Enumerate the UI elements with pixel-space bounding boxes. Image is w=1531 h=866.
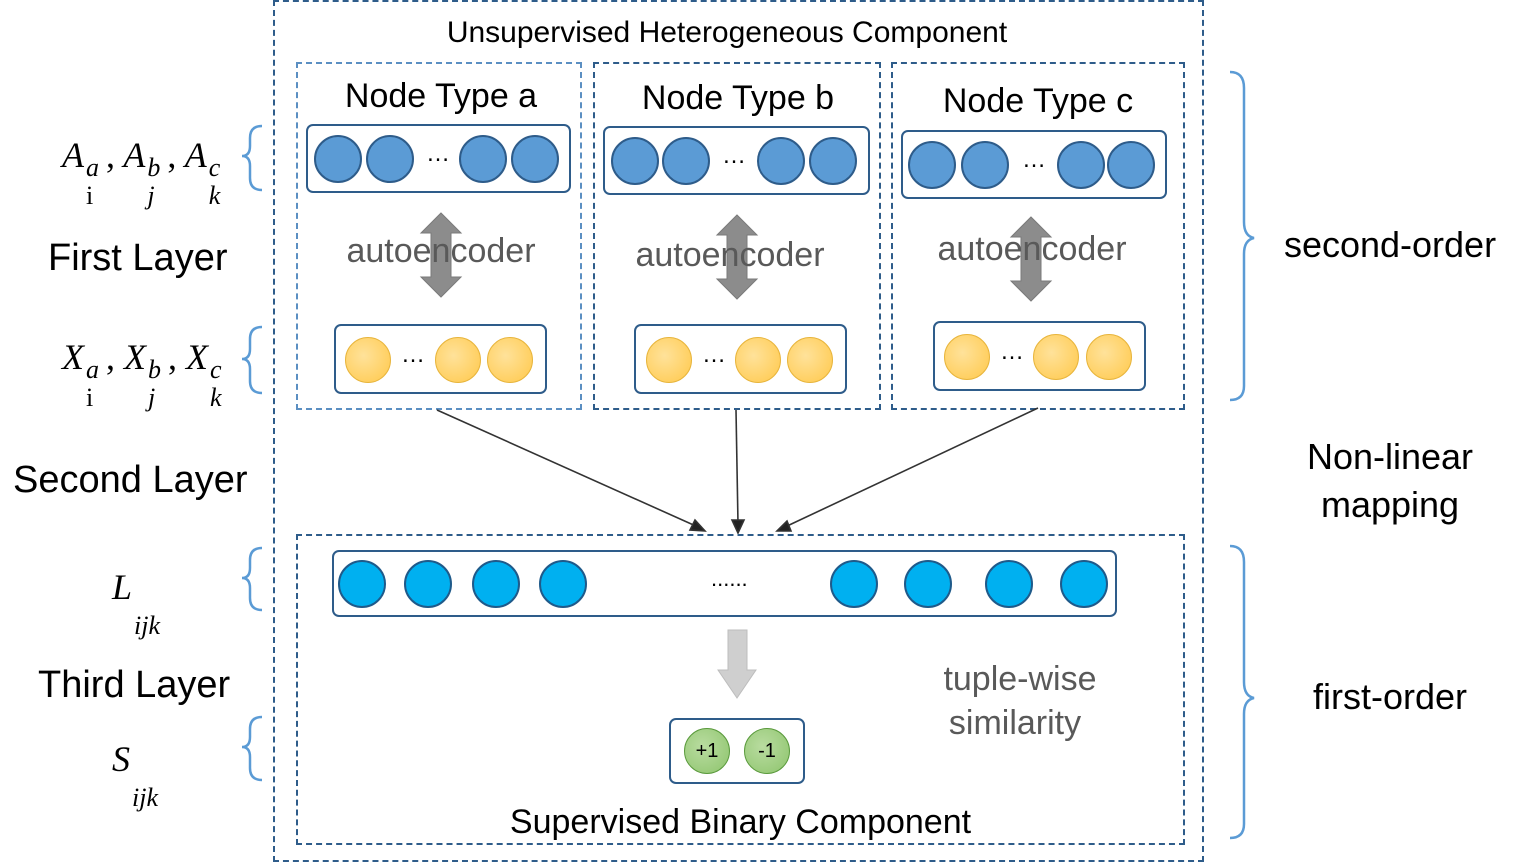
attribute-node <box>735 337 781 383</box>
latent-node <box>1060 560 1108 608</box>
node-type-b-box <box>593 62 881 410</box>
adjacency-node <box>961 141 1009 189</box>
attribute-node <box>435 337 481 383</box>
adjacency-row-c: … <box>901 130 1167 199</box>
adjacency-node <box>908 141 956 189</box>
ellipsis: … <box>702 341 726 368</box>
brace-second-order <box>1229 70 1255 402</box>
node-type-a-box <box>296 62 582 410</box>
double-arrow-c <box>1009 216 1053 302</box>
latent-node <box>904 560 952 608</box>
ellipsis: … <box>426 140 450 167</box>
adjacency-node <box>662 137 710 185</box>
down-arrow <box>717 629 757 699</box>
attribute-row-b: … <box>634 324 847 394</box>
supervised-binary-component <box>296 534 1185 845</box>
latent-node <box>539 560 587 608</box>
outer-title: Unsupervised Heterogeneous Component <box>446 16 1008 49</box>
attribute-node <box>646 337 692 383</box>
ellipsis: … <box>1022 146 1046 173</box>
node-type-b-label: Node Type b <box>641 79 835 117</box>
mapping-label: mapping <box>1320 484 1460 525</box>
adjacency-node <box>809 137 857 185</box>
second-order-label: second-order <box>1283 224 1497 265</box>
binary-output-row: +1 -1 <box>669 718 805 784</box>
autoencoder-label-a: autoencoder <box>346 232 536 270</box>
first-layer-label: First Layer <box>48 237 228 279</box>
adjacency-node <box>314 135 362 183</box>
similarity-label: similarity <box>948 704 1082 742</box>
adjacency-row-b: … <box>603 126 870 195</box>
positive-output-node: +1 <box>684 728 730 774</box>
third-layer-label: Third Layer <box>38 664 231 706</box>
attribute-node <box>787 337 833 383</box>
attribute-node <box>1033 334 1079 380</box>
double-arrow-b <box>715 214 759 300</box>
latent-node <box>472 560 520 608</box>
attribute-node <box>487 337 533 383</box>
autoencoder-label-c: autoencoder <box>937 230 1127 268</box>
bottom-title: Supervised Binary Component <box>509 803 972 841</box>
node-type-c-label: Node Type c <box>942 82 1134 120</box>
adjacency-node <box>511 135 559 183</box>
latent-node <box>830 560 878 608</box>
arrowhead-c <box>775 519 793 532</box>
non-linear-label: Non-linear <box>1306 436 1474 477</box>
ellipsis: … <box>722 142 746 169</box>
negative-output-node: -1 <box>744 728 790 774</box>
adjacency-row-a: … <box>306 124 571 193</box>
unsupervised-heterogeneous-component <box>273 0 1204 862</box>
attribute-row-a: … <box>334 324 547 394</box>
adjacency-node <box>1107 141 1155 189</box>
arrowhead-b <box>730 519 746 535</box>
arrowhead-a <box>688 518 707 532</box>
brace-A <box>241 124 263 192</box>
latent-row: ...... <box>332 550 1117 617</box>
tuple-wise-label: tuple-wise <box>943 660 1097 698</box>
brace-L <box>241 546 263 612</box>
attribute-row-c: … <box>933 321 1146 391</box>
mapping-arrow-c <box>784 407 1039 528</box>
adjacency-node <box>611 137 659 185</box>
ellipsis: … <box>401 341 425 368</box>
brace-X <box>241 325 263 395</box>
node-type-c-box <box>891 62 1185 410</box>
attribute-node <box>345 337 391 383</box>
latent-node <box>404 560 452 608</box>
double-arrow-a <box>419 212 463 298</box>
ellipsis: … <box>1000 338 1024 365</box>
brace-S <box>241 715 263 782</box>
long-ellipsis: ...... <box>711 566 748 591</box>
mapping-arrow-b <box>735 409 739 525</box>
latent-node <box>338 560 386 608</box>
attribute-node <box>944 334 990 380</box>
node-type-a-label: Node Type a <box>344 77 538 115</box>
latent-node <box>985 560 1033 608</box>
adjacency-node <box>757 137 805 185</box>
second-layer-label: Second Layer <box>13 459 248 501</box>
adjacency-node <box>459 135 507 183</box>
first-order-label: first-order <box>1312 676 1468 717</box>
autoencoder-label-b: autoencoder <box>635 236 825 274</box>
adjacency-node <box>366 135 414 183</box>
brace-first-order <box>1229 544 1255 840</box>
attribute-node <box>1086 334 1132 380</box>
mapping-arrow-a <box>436 409 699 528</box>
adjacency-node <box>1057 141 1105 189</box>
